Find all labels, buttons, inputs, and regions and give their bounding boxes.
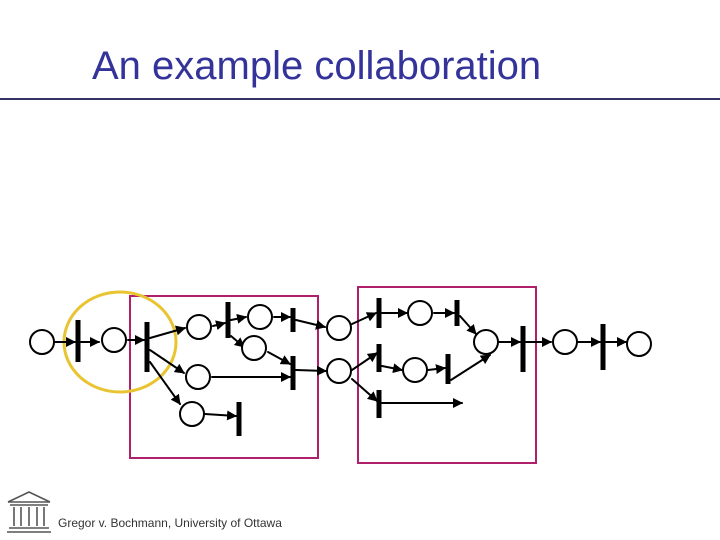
arc [351, 378, 378, 402]
arc [450, 354, 491, 381]
place-join [473, 329, 499, 355]
place-right-lower [402, 357, 428, 383]
place-upper-right [247, 304, 273, 330]
arc [149, 325, 186, 339]
arc [459, 315, 477, 335]
footer-credit: Gregor v. Bochmann, University of Ottawa [58, 516, 282, 530]
place-top-right-box [326, 315, 352, 341]
arc [295, 365, 327, 376]
petri-net-places [29, 300, 652, 427]
arc [351, 352, 378, 371]
title-divider [0, 98, 720, 100]
place-1 [101, 327, 127, 353]
collaboration-group-box-left [129, 295, 319, 459]
arc [212, 320, 226, 331]
place-upper [186, 314, 212, 340]
petri-net-arcs [53, 308, 627, 421]
place-final-2 [626, 331, 652, 357]
arc [427, 364, 446, 375]
arc [204, 410, 237, 421]
place-start [29, 329, 55, 355]
place-bottom [179, 401, 205, 427]
arc [351, 312, 377, 325]
place-middle [241, 335, 267, 361]
arc [381, 363, 403, 374]
arc [149, 349, 185, 374]
slide-title: An example collaboration [92, 44, 542, 88]
arc [230, 313, 247, 324]
arc [295, 319, 326, 330]
university-building-logo-icon [7, 491, 51, 533]
arc [149, 361, 181, 405]
place-mid-right-box [326, 358, 352, 384]
place-final-1 [552, 329, 578, 355]
place-right-upper [407, 300, 433, 326]
collaboration-group-box-right [357, 286, 537, 464]
petri-net-transitions [75, 298, 606, 436]
arc [267, 351, 291, 365]
place-lower [185, 364, 211, 390]
